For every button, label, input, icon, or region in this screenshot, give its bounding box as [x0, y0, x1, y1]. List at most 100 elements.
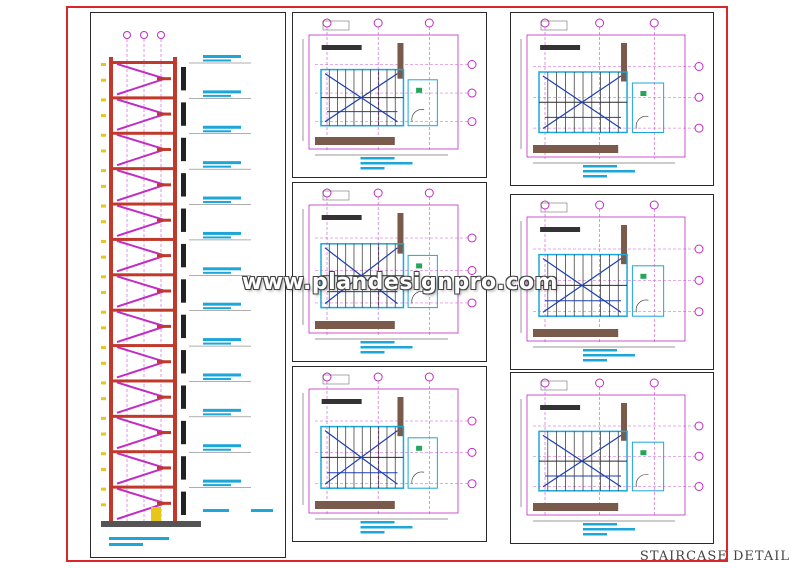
- side-marker: [694, 481, 704, 491]
- grid-marker: [322, 372, 332, 382]
- floor-slab: [113, 96, 173, 100]
- floor-slab: [113, 414, 173, 418]
- landing: [157, 183, 171, 187]
- level-tag: [101, 487, 106, 491]
- level-tag: [101, 239, 106, 243]
- wall-hatch: [181, 279, 186, 303]
- landing: [157, 501, 171, 505]
- level-tag: [101, 416, 106, 420]
- level-tag: [101, 326, 106, 330]
- grid-marker: [649, 200, 659, 210]
- floor-slab: [113, 308, 173, 312]
- ground-slab: [101, 521, 201, 527]
- wall-hatch: [181, 314, 186, 339]
- level-label-mark: [203, 125, 241, 129]
- level-tag: [101, 361, 106, 365]
- level-tag: [101, 63, 106, 66]
- door-swing: [635, 299, 649, 313]
- shaft-symbol: [640, 91, 647, 96]
- level-label-mark: [203, 90, 241, 94]
- plan-wall: [315, 137, 395, 145]
- shaft-symbol: [640, 273, 647, 279]
- watermark-text: www.plandesignpro.com: [241, 270, 559, 295]
- plan-wall: [397, 43, 404, 79]
- landing: [157, 289, 171, 293]
- plan-boundary: [526, 216, 686, 342]
- plan-caption-mark: [583, 175, 607, 178]
- staircase-plan-drawing-1: [302, 18, 477, 170]
- level-tag: [101, 149, 106, 153]
- level-label-mark: [203, 271, 231, 274]
- ground-marker: [151, 507, 161, 521]
- wall-hatch: [181, 137, 186, 162]
- grid-marker: [595, 200, 605, 210]
- level-tag: [101, 310, 106, 314]
- level-label-mark: [203, 408, 241, 412]
- shaft-outline: [407, 437, 438, 489]
- wall-hatch: [181, 173, 186, 197]
- door-swing: [411, 291, 425, 304]
- door-swing: [411, 471, 425, 485]
- level-label-mark: [203, 201, 231, 204]
- level-label-mark: [203, 302, 241, 306]
- plan-wall-dark: [321, 215, 362, 220]
- stair-arrow: [542, 75, 622, 129]
- landing: [157, 431, 171, 435]
- plan-wall-dark: [540, 405, 581, 410]
- plan-caption-mark: [583, 533, 607, 536]
- plan-wall: [621, 403, 628, 441]
- staircase-section-drawing: [101, 31, 273, 546]
- level-tag: [101, 275, 106, 279]
- grid-marker: [322, 188, 332, 198]
- side-marker: [467, 88, 477, 98]
- level-label-mark: [203, 59, 231, 62]
- stair-flight: [116, 133, 166, 151]
- plan-tag-box: [540, 380, 568, 391]
- section-caption-mark: [109, 537, 169, 540]
- plan-panel-6: [510, 372, 714, 544]
- stair-flight: [116, 325, 166, 344]
- plan-panel-2: [510, 12, 714, 186]
- door-swing: [411, 109, 425, 122]
- plan-boundary: [526, 34, 686, 158]
- plan-tag-box: [322, 190, 350, 201]
- side-marker: [467, 447, 477, 457]
- level-tag: [101, 114, 106, 118]
- stair-flight: [116, 346, 166, 363]
- level-tag: [101, 204, 106, 208]
- landing: [157, 395, 171, 399]
- plan-panel-1: [292, 12, 487, 178]
- level-label-mark: [203, 161, 241, 165]
- plan-boundary: [308, 204, 459, 334]
- stair-flight: [116, 502, 166, 520]
- plan-caption-mark: [360, 157, 395, 160]
- section-note-mark: [203, 509, 229, 512]
- side-marker: [467, 233, 477, 243]
- plan-wall: [533, 503, 619, 511]
- section-wall: [109, 57, 113, 525]
- plan-wall-dark: [540, 45, 581, 50]
- stair-flight: [116, 98, 166, 116]
- grid-marker: [595, 18, 605, 28]
- plan-tag-box: [322, 374, 350, 385]
- level-label-mark: [203, 94, 231, 97]
- plan-wall: [315, 321, 395, 329]
- stair-flight: [116, 113, 166, 131]
- stair-flight: [116, 169, 166, 186]
- plan-caption-mark: [360, 521, 395, 524]
- plan-wall: [397, 213, 404, 254]
- plan-caption-mark: [583, 523, 617, 526]
- landing: [157, 77, 171, 81]
- stair-flight: [116, 183, 166, 202]
- level-label-mark: [203, 448, 231, 451]
- plan-tag-box: [540, 202, 568, 213]
- stair-flight: [116, 148, 166, 167]
- stair-flight: [116, 290, 166, 308]
- shaft-outline: [407, 79, 438, 127]
- staircase-plan-drawing-3: [302, 188, 477, 354]
- wall-hatch: [181, 491, 186, 515]
- level-label-mark: [203, 338, 241, 342]
- staircase-plan-drawing-6: [520, 378, 704, 536]
- wall-hatch: [181, 385, 186, 409]
- plan-caption-mark: [583, 349, 617, 352]
